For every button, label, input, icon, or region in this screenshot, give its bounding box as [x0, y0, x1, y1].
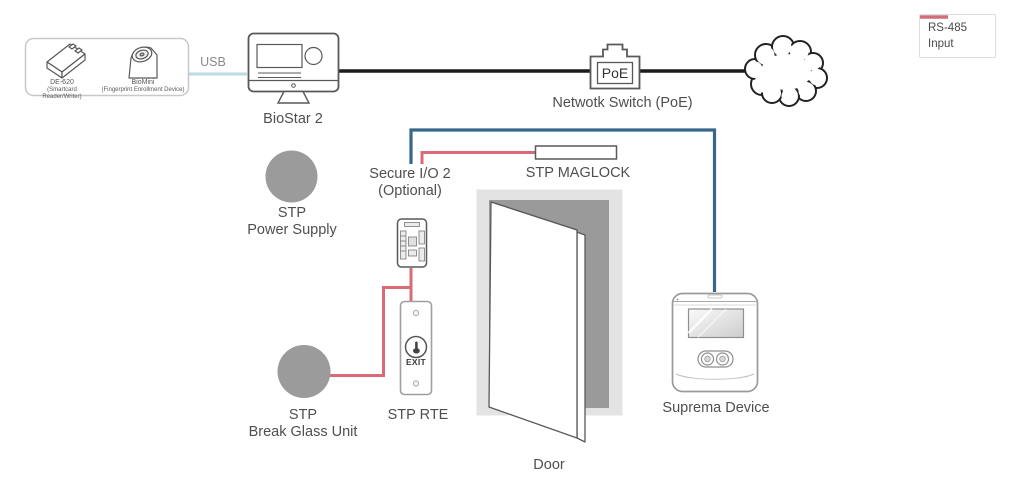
poe-switch-icon: PoE: [589, 43, 641, 90]
biostar-label: BioStar 2: [263, 111, 323, 127]
suprema-device-icon: [671, 292, 759, 393]
exit-text: EXIT: [406, 357, 427, 367]
biostar-monitor-icon: [247, 32, 340, 104]
fingerprint-scanner-icon: [128, 46, 158, 79]
power-supply-label: STP Power Supply: [247, 205, 337, 238]
de620-label: DE-620 (Smartcard Reader/Writer): [42, 79, 82, 100]
poe-badge-text: PoE: [602, 65, 628, 81]
power-supply-icon: [265, 150, 318, 203]
enrollment-devices-box: [24, 37, 190, 97]
touch-hand-icon: [413, 341, 420, 354]
input-line-swatch: [920, 15, 948, 19]
rte-exit-button-icon: EXIT: [399, 300, 433, 396]
biomini-label: BioMini (Fingerprint Enrollment Device): [101, 79, 185, 93]
legend: RS-485 Input: [919, 14, 996, 58]
input-line-breakglass: [330, 286, 411, 377]
usb-label: USB: [200, 55, 226, 69]
maglock-icon: [534, 145, 618, 160]
secure-io-label: Secure I/O 2 (Optional): [369, 166, 451, 199]
door-icon: [476, 189, 623, 443]
legend-item-input: Input: [920, 15, 995, 50]
secure-io-module-icon: [396, 218, 428, 268]
legend-item-rs485: RS-485: [920, 15, 995, 34]
door-label: Door: [533, 457, 565, 473]
cloud-icon: [744, 35, 828, 107]
break-glass-label: STP Break Glass Unit: [248, 407, 358, 440]
input-line-maglock: [420, 151, 535, 164]
maglock-label: STP MAGLOCK: [525, 165, 631, 181]
door-panel: [488, 201, 578, 439]
rte-label: STP RTE: [387, 407, 449, 423]
break-glass-icon: [277, 345, 331, 398]
smartcard-reader-icon: [46, 43, 86, 79]
network-switch-label: Netwotk Switch (PoE): [552, 95, 693, 111]
suprema-label: Suprema Device: [662, 400, 770, 416]
rs485-line: [409, 128, 717, 292]
